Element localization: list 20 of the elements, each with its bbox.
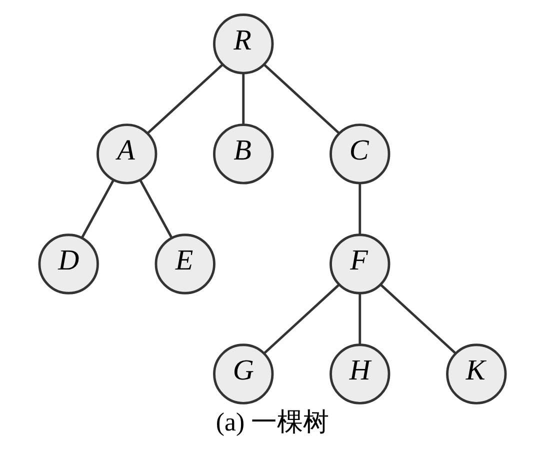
- connector: [358, 294, 362, 344]
- node-circle: F: [330, 234, 390, 294]
- node-circle: A: [96, 124, 158, 184]
- node-circle: G: [213, 344, 274, 404]
- connector: [80, 180, 114, 238]
- node-circle: H: [330, 344, 390, 404]
- connector: [139, 180, 173, 238]
- node-circle: C: [330, 124, 390, 184]
- caption: (a) 一棵树: [216, 407, 330, 436]
- connector: [358, 184, 362, 234]
- node-circle: K: [446, 344, 507, 404]
- connector: [263, 64, 340, 134]
- node-circle: B: [213, 124, 274, 184]
- connector: [146, 64, 224, 134]
- connector: [380, 284, 457, 354]
- node-circle: E: [154, 234, 216, 294]
- node-circle: R: [213, 14, 274, 74]
- connector: [242, 74, 245, 124]
- node-circle: D: [38, 234, 99, 294]
- connector: [263, 284, 340, 354]
